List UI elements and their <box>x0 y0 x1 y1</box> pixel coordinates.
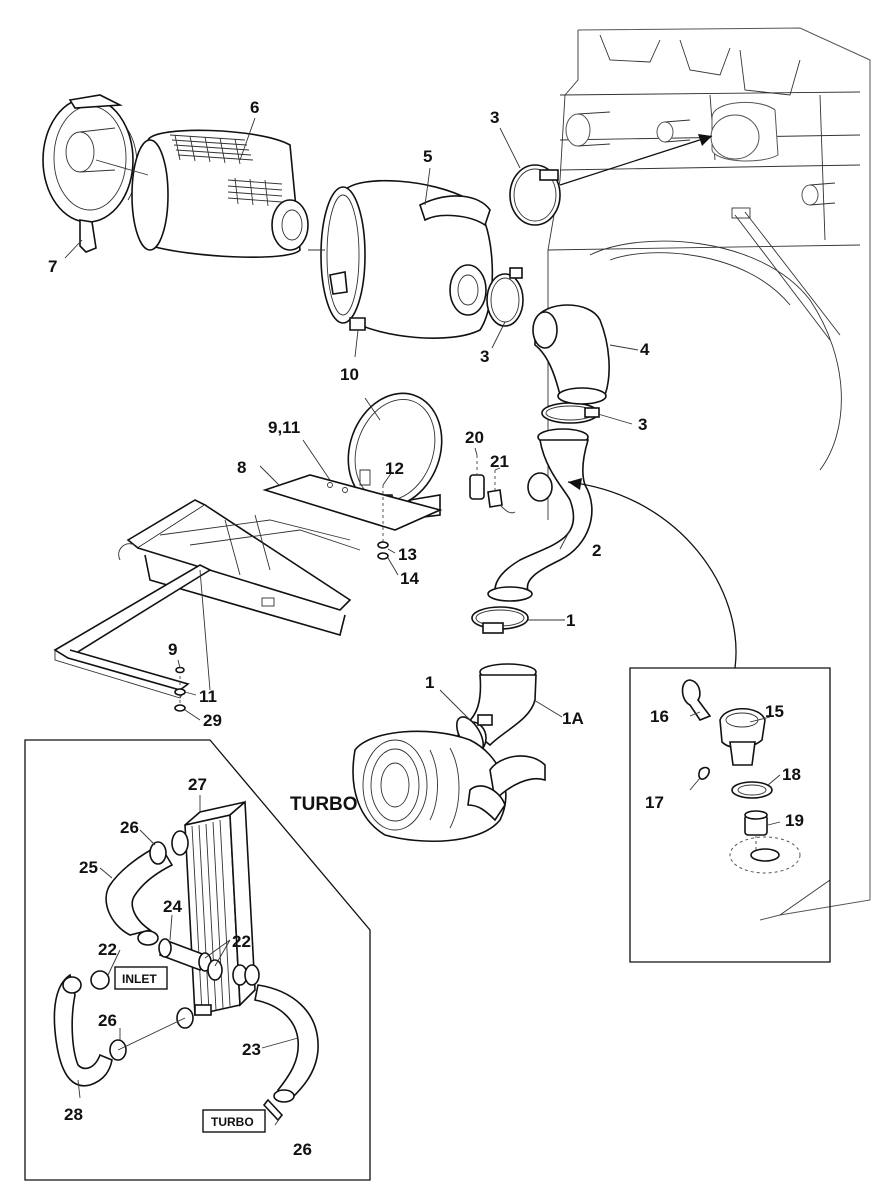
label-3-upper: 3 <box>490 108 499 127</box>
label-13: 13 <box>398 545 417 564</box>
part-7-end-cap <box>42 94 138 253</box>
label-19: 19 <box>785 811 804 830</box>
radiator-frame <box>547 27 871 921</box>
label-6: 6 <box>250 98 259 117</box>
part-3-clamp-middle <box>486 267 524 327</box>
label-11: 11 <box>199 687 217 706</box>
label-3-middle: 3 <box>480 347 489 366</box>
leader-lines <box>64 117 781 1126</box>
label-25: 25 <box>79 858 98 877</box>
label-16: 16 <box>650 707 669 726</box>
turbo-callout: TURBO <box>202 1109 266 1133</box>
turbocharger <box>352 730 546 843</box>
label-18: 18 <box>782 765 801 784</box>
label-26-lower: 26 <box>293 1140 312 1159</box>
part-2-intake-pipe <box>487 428 593 602</box>
label-24: 24 <box>163 897 182 916</box>
label-1-upper: 1 <box>566 611 575 630</box>
part-20-sensor <box>469 455 485 500</box>
label-turbo: TURBO <box>290 794 358 815</box>
label-2: 2 <box>592 541 601 560</box>
label-27: 27 <box>188 775 207 794</box>
label-5: 5 <box>423 147 432 166</box>
part-8-mounting-bracket <box>262 469 443 531</box>
label-1A: 1A <box>562 709 584 728</box>
label-23: 23 <box>242 1040 261 1059</box>
part-6-filter-element <box>95 129 309 258</box>
inlet-callout-text: INLET <box>122 972 157 986</box>
inlet-callout: INLET <box>114 966 168 990</box>
label-26-upper: 26 <box>120 818 139 837</box>
label-29: 29 <box>203 711 222 730</box>
label-1-lower: 1 <box>425 673 434 692</box>
label-22-right: 22 <box>232 932 251 951</box>
part-3-clamp-upper <box>509 164 561 226</box>
inset-cap-assembly <box>567 478 831 963</box>
label-8: 8 <box>237 458 246 477</box>
label-21: 21 <box>490 452 509 471</box>
label-3-lower: 3 <box>638 415 647 434</box>
part-1-clamp-upper <box>471 606 529 634</box>
support-frame <box>53 499 361 699</box>
part-4-elbow <box>532 304 610 405</box>
part-5-air-cleaner-housing <box>308 179 494 339</box>
arrow-to-inlet <box>559 134 713 186</box>
label-20: 20 <box>465 428 484 447</box>
part-21-fitting <box>487 470 503 508</box>
label-7: 7 <box>48 257 57 276</box>
label-4: 4 <box>640 340 650 359</box>
label-22-left: 22 <box>98 940 117 959</box>
part-labels: 6 5 3 7 3 4 10 3 9,11 20 21 8 12 2 13 14… <box>48 98 804 1159</box>
label-15: 15 <box>765 702 784 721</box>
part-3-clamp-lower <box>541 402 600 424</box>
label-9: 9 <box>168 640 177 659</box>
label-10: 10 <box>340 365 359 384</box>
label-14: 14 <box>400 569 419 588</box>
label-26-middle: 26 <box>98 1011 117 1030</box>
label-17: 17 <box>645 793 664 812</box>
label-12: 12 <box>385 459 404 478</box>
turbo-callout-text: TURBO <box>211 1115 254 1129</box>
label-9-11: 9,11 <box>268 418 300 437</box>
inset-charge-air-cooler <box>24 739 371 1181</box>
label-28: 28 <box>64 1105 83 1124</box>
